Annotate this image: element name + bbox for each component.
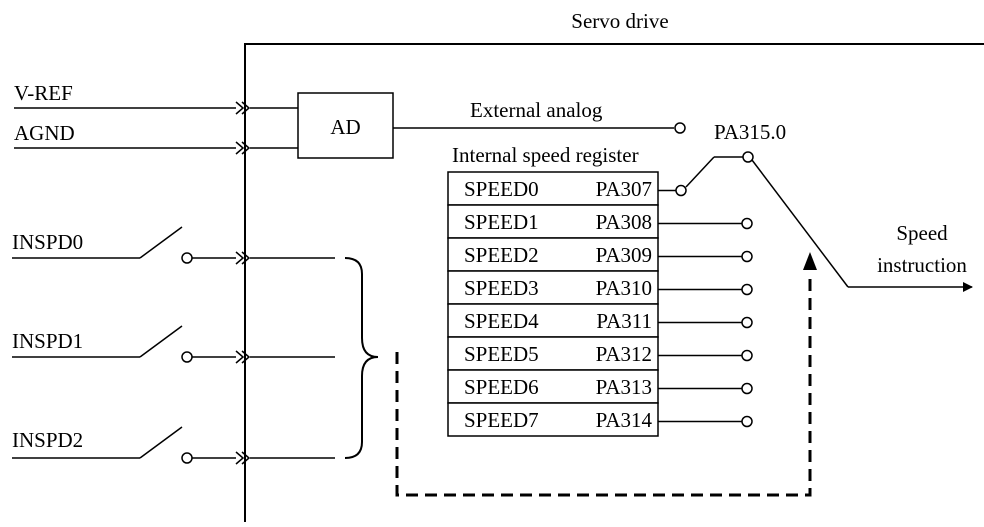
register-row: SPEED5 PA312 xyxy=(447,336,753,371)
register-terminal xyxy=(741,382,753,395)
output-label-line1: Speed xyxy=(896,221,948,245)
register-row: SPEED7 PA314 xyxy=(447,402,753,437)
drive-boundary xyxy=(244,43,984,522)
inspd2-switch: INSPD2 xyxy=(12,426,335,465)
register-row: SPEED2 PA309 xyxy=(447,237,753,272)
switch-wiper xyxy=(751,159,849,288)
register-cell xyxy=(447,402,659,437)
register-name: SPEED2 xyxy=(464,243,539,267)
register-param: PA308 xyxy=(596,210,652,234)
connector-agnd xyxy=(235,141,251,155)
register-name: SPEED1 xyxy=(464,210,539,234)
register-terminal xyxy=(741,283,753,296)
register-name: SPEED4 xyxy=(464,309,539,333)
register-cell xyxy=(447,270,659,305)
register-cell xyxy=(447,336,659,371)
select-feedback-arrowhead xyxy=(803,252,817,270)
register-param: PA311 xyxy=(596,309,652,333)
register-row: SPEED0 PA307 xyxy=(447,171,687,206)
register-name: SPEED0 xyxy=(464,177,539,201)
inspd1-switch: INSPD1 xyxy=(12,325,335,364)
vref-label: V-REF xyxy=(14,81,73,105)
register-cell xyxy=(447,369,659,404)
register-terminal xyxy=(741,217,753,230)
register-terminal xyxy=(675,184,687,197)
register-param: PA307 xyxy=(596,177,652,201)
ad-label: AD xyxy=(330,115,360,139)
inspd0-switch: INSPD0 xyxy=(12,226,335,265)
register-row: SPEED3 PA310 xyxy=(447,270,753,305)
diagram-title: Servo drive xyxy=(571,9,668,33)
register-param: PA312 xyxy=(596,342,652,366)
register-name: SPEED3 xyxy=(464,276,539,300)
register-terminal xyxy=(741,250,753,263)
register-name: SPEED7 xyxy=(464,408,539,432)
switch-param-label: PA315.0 xyxy=(714,120,786,144)
inspd1-label: INSPD1 xyxy=(12,329,83,353)
register-name: SPEED5 xyxy=(464,342,539,366)
register-row: SPEED1 PA308 xyxy=(447,204,753,239)
register-param: PA309 xyxy=(596,243,652,267)
inspd0-label: INSPD0 xyxy=(12,230,83,254)
external-analog-label: External analog xyxy=(470,98,603,122)
register-param: PA310 xyxy=(596,276,652,300)
register-param: PA314 xyxy=(596,408,653,432)
register-terminal xyxy=(741,349,753,362)
ad-block xyxy=(297,92,394,159)
register-name: SPEED6 xyxy=(464,375,539,399)
register-terminal xyxy=(741,415,753,428)
output-label-line2: instruction xyxy=(877,253,967,277)
inputs-brace xyxy=(344,257,379,459)
switch-arm-down xyxy=(685,156,715,188)
select-feedback-path xyxy=(395,272,812,497)
agnd-label: AGND xyxy=(14,121,75,145)
register-param: PA313 xyxy=(596,375,652,399)
external-analog-terminal xyxy=(674,122,686,134)
inspd2-label: INSPD2 xyxy=(12,428,83,452)
register-cell xyxy=(447,171,659,206)
register-terminal xyxy=(741,316,753,329)
register-row: SPEED4 PA311 xyxy=(447,303,753,338)
connector-vref xyxy=(235,101,251,115)
register-title: Internal speed register xyxy=(452,143,639,167)
register-row: SPEED6 PA313 xyxy=(447,369,753,404)
